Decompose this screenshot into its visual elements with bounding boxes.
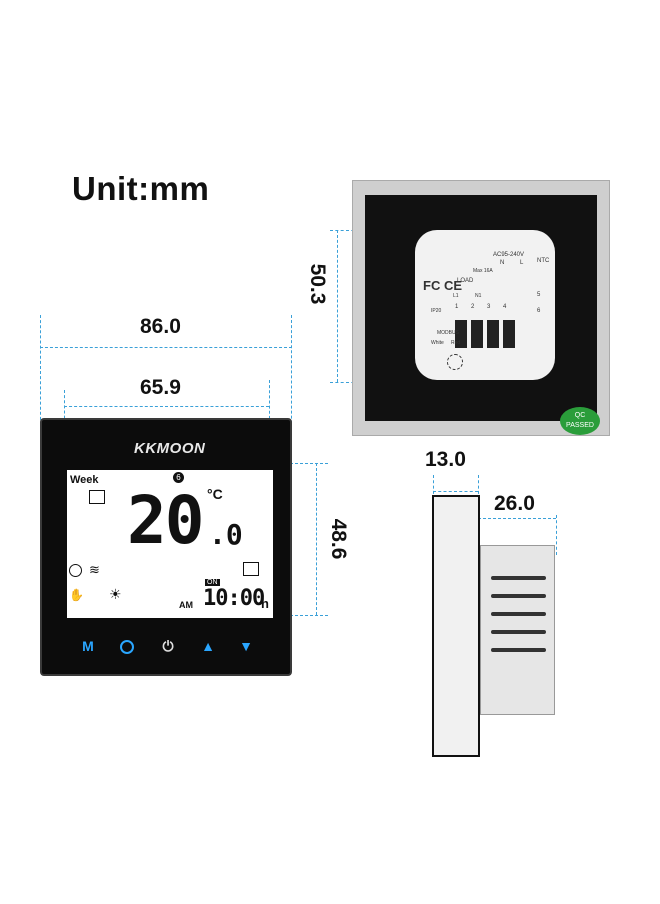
up-button[interactable]: ▲ [201, 638, 215, 654]
dim-guide-left-outer [40, 315, 41, 425]
terminal-number-6: 6 [537, 308, 541, 314]
time-unit: h [261, 596, 269, 611]
ntc-label: NTC [537, 258, 550, 264]
vent-slot [491, 594, 546, 598]
terminal-number-4: 4 [503, 304, 507, 310]
terminal-block [471, 320, 483, 348]
temperature-unit: °C [207, 486, 223, 502]
dim-line-plate-depth [433, 491, 478, 492]
dim-line-back-height [337, 230, 338, 382]
l1-label: L1 [453, 293, 459, 299]
dim-label-back-height: 50.3 [306, 263, 329, 305]
hand-icon: ✋ [69, 588, 84, 602]
l-label: L [520, 260, 524, 266]
terminal-number-2: 2 [471, 304, 475, 310]
dim-label-total-depth: 26.0 [494, 492, 535, 515]
temperature-decimal: .0 [209, 518, 243, 551]
wire-label-red: Red [451, 340, 461, 346]
ip-label: IP20 [431, 308, 442, 314]
wire-label-white: White [431, 340, 444, 346]
dim-guide-total-right [556, 515, 557, 555]
vent-slot [491, 630, 546, 634]
vent-slot [491, 612, 546, 616]
dim-line-screen-height [316, 463, 317, 615]
side-housing [480, 545, 555, 715]
terminal-block [503, 320, 515, 348]
dim-guide-bottom-screen [265, 615, 328, 616]
terminal-block [487, 320, 499, 348]
home-icon [89, 490, 105, 504]
screw-hole-icon [447, 354, 463, 370]
dim-guide-top-back [330, 230, 365, 231]
dim-label-plate-depth: 13.0 [425, 448, 466, 471]
terminal-number-3: 3 [487, 304, 491, 310]
modbus-label: MODBUS [437, 330, 459, 336]
dim-guide-top-screen [265, 463, 328, 464]
heating-icon: ≋ [89, 562, 100, 577]
on-label: ON [205, 579, 220, 586]
power-button[interactable]: ⏻ [162, 638, 174, 654]
week-label: Week [70, 474, 99, 486]
dim-label-outer-width: 86.0 [140, 315, 181, 338]
dim-line-total-depth [478, 518, 556, 519]
down-button[interactable]: ▼ [239, 638, 253, 654]
n1-label: N1 [475, 293, 482, 299]
thermostat-front: KKMOON Week 6 20 .0 °C ≋ ✋ ☀ ON AM 10:00… [40, 418, 292, 676]
away-home-icon [243, 562, 259, 576]
dim-guide-bottom-back [330, 382, 365, 383]
sun-icon: ☀ [109, 586, 122, 602]
clock-icon [69, 564, 82, 577]
load-label: LOAD [457, 278, 474, 284]
time-value: 10:00 [203, 586, 265, 611]
day-badge: 6 [173, 472, 184, 483]
am-label: AM [179, 600, 193, 610]
fc-mark: FC CE [423, 278, 462, 293]
max-label: Max 16A [473, 268, 493, 274]
vent-slot [491, 576, 546, 580]
unit-title: Unit:mm [72, 170, 210, 207]
dim-label-screen-height: 48.6 [327, 518, 350, 560]
dim-label-screen-width: 65.9 [140, 376, 181, 399]
terminal-block [455, 320, 467, 348]
mode-button[interactable]: M [82, 638, 94, 654]
thermostat-back: FC CE AC95-240V N L Max 16A LOAD NTC L1 … [352, 180, 610, 436]
vent-slot [491, 648, 546, 652]
qc-passed-sticker: QC PASSED [560, 407, 600, 435]
dim-line-screen-width [64, 406, 269, 407]
side-faceplate [432, 495, 480, 757]
back-plate: FC CE AC95-240V N L Max 16A LOAD NTC L1 … [365, 195, 600, 435]
terminal-number-5: 5 [537, 292, 541, 298]
clock-button[interactable] [120, 640, 134, 654]
lcd-screen: Week 6 20 .0 °C ≋ ✋ ☀ ON AM 10:00 h [67, 470, 273, 618]
voltage-label: AC95-240V [493, 252, 525, 258]
dim-line-outer-width [40, 347, 292, 348]
n-label: N [500, 260, 505, 266]
terminal-number-1: 1 [455, 304, 459, 310]
terminal-module: FC CE AC95-240V N L Max 16A LOAD NTC L1 … [415, 230, 555, 380]
temperature-value: 20 [127, 482, 204, 559]
brand-logo: KKMOON [134, 440, 206, 457]
